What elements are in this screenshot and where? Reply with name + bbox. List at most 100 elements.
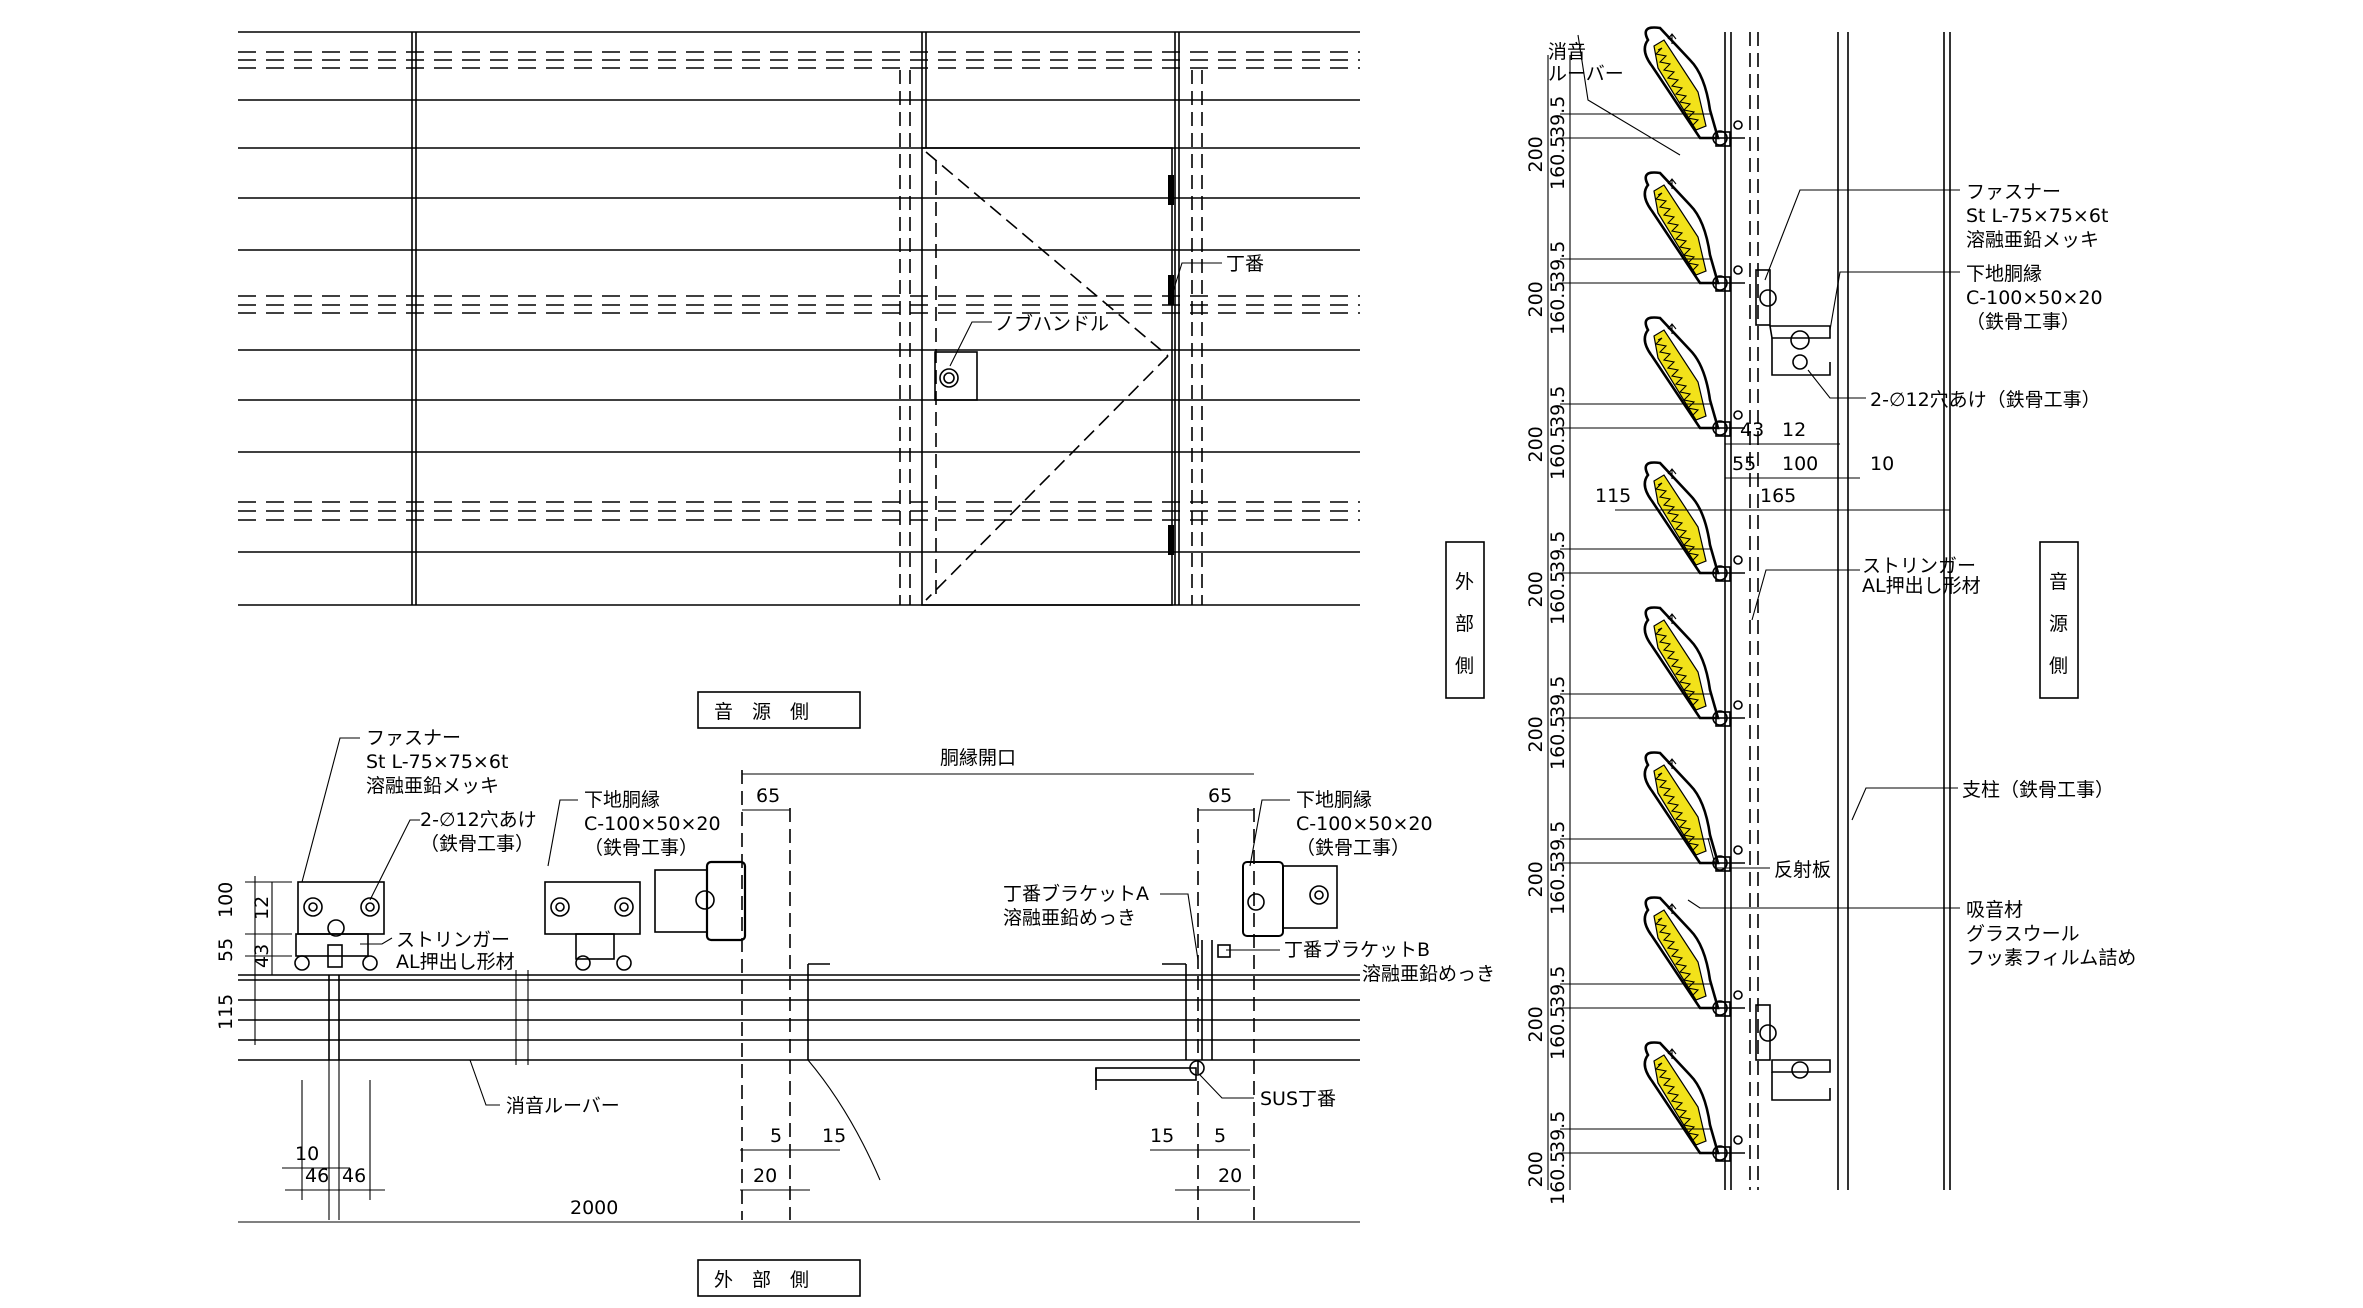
dim-39-5: 39.5: [1547, 966, 1569, 1008]
bolt-nut: [1733, 700, 1743, 710]
louver-blade: [1560, 751, 1745, 872]
absorber-zigzag: [1654, 47, 1700, 127]
dim-39-5: 39.5: [1547, 386, 1569, 428]
bolt-head: [1715, 276, 1731, 292]
purlin-left-label: 下地胴縁 C-100×50×20 （鉄骨工事）: [584, 789, 727, 859]
absorber-fill: [1653, 1054, 1707, 1146]
louver-v-label: 消音 ルーバー: [1548, 41, 1624, 85]
dim-200: 200: [1525, 1151, 1547, 1187]
absorber-fill: [1653, 329, 1707, 421]
dim-160-5: 160.5: [1547, 571, 1569, 625]
outer-side-v-1: 部: [1455, 613, 1474, 635]
louver-outline: [1643, 461, 1720, 575]
dim-2000: 2000: [570, 1197, 618, 1219]
source-side-box: [697, 691, 861, 729]
absorber-zigzag: [1654, 1062, 1700, 1142]
louver-outline: [1643, 1041, 1720, 1155]
dim-39-5: 39.5: [1547, 821, 1569, 863]
column-label: 支柱（鉄骨工事）: [1962, 779, 2114, 801]
louver-outline: [1643, 896, 1720, 1010]
absorber-fill: [1653, 39, 1707, 131]
outer-side-v-2: 側: [1455, 655, 1474, 677]
dim-39-5: 39.5: [1547, 676, 1569, 718]
stringer-v-label: ストリンガー AL押出し形材: [1862, 555, 1982, 597]
louver-outline: [1643, 751, 1720, 865]
fastener-label: ファスナー St L-75×75×6t 溶融亜鉛メッキ: [366, 727, 514, 797]
outer-side-box: [697, 1259, 861, 1297]
absorber-fill: [1653, 764, 1707, 856]
absorber-zigzag: [1654, 917, 1700, 997]
arrow-mark: [1667, 613, 1677, 624]
dim-r43: 43: [1740, 419, 1764, 441]
absorber-zigzag: [1654, 772, 1700, 852]
arrow-mark: [1667, 903, 1677, 914]
dim-100: 100: [215, 882, 237, 918]
bolt-nut: [1733, 845, 1743, 855]
dim-55: 55: [215, 938, 237, 962]
dim-65-left: 65: [756, 785, 780, 807]
absorber-zigzag: [1654, 627, 1700, 707]
absorber-zigzag: [1654, 482, 1700, 562]
bolt-head: [1715, 131, 1731, 147]
bolt-head: [1715, 421, 1731, 437]
bolt-nut: [1733, 265, 1743, 275]
dim-46-left: 46: [305, 1165, 329, 1187]
dim-15-left: 15: [822, 1125, 846, 1147]
dim-15-right: 15: [1150, 1125, 1174, 1147]
dim-200: 200: [1525, 426, 1547, 462]
absorber-fill: [1653, 184, 1707, 276]
dim-39-5: 39.5: [1547, 1111, 1569, 1153]
bolt-head: [1715, 1001, 1731, 1017]
hole-label: 2-∅12穴あけ （鉄骨工事）: [420, 809, 543, 855]
arrow-mark: [1667, 468, 1677, 479]
absorber-fill: [1653, 474, 1707, 566]
source-side-v-0: 音: [2049, 571, 2068, 593]
louver-outline: [1643, 171, 1720, 285]
source-side-vbox: [2039, 541, 2079, 699]
dim-r10: 10: [1870, 453, 1894, 475]
arrow-mark: [1667, 33, 1677, 44]
louver-blade: [1560, 316, 1745, 437]
louver-blade: [1560, 26, 1745, 147]
dim-46-right: 46: [342, 1165, 366, 1187]
reflector-label: 反射板: [1774, 859, 1831, 881]
bolt-nut: [1733, 990, 1743, 1000]
stringer-label: ストリンガー AL押出し形材: [396, 929, 516, 973]
dim-r165: 165: [1760, 485, 1796, 507]
dim-160-5: 160.5: [1547, 861, 1569, 915]
dim-200: 200: [1525, 136, 1547, 172]
bracket-b-label: 丁番ブラケットB 溶融亜鉛めっき: [1284, 938, 1495, 985]
bolt-nut: [1733, 555, 1743, 565]
dim-160-5: 160.5: [1547, 716, 1569, 770]
dim-39-5: 39.5: [1547, 241, 1569, 283]
dim-10: 10: [295, 1143, 319, 1165]
dim-39-5: 39.5: [1547, 531, 1569, 573]
louver-blade: [1560, 606, 1745, 727]
dim-65-right: 65: [1208, 785, 1232, 807]
louver-blade: [1560, 1041, 1745, 1162]
bolt-head: [1715, 856, 1731, 872]
dim-160-5: 160.5: [1547, 1006, 1569, 1060]
absorber-zigzag: [1654, 192, 1700, 272]
louver-blade: [1560, 461, 1745, 582]
arrow-mark: [1667, 178, 1677, 189]
dim-20-right: 20: [1218, 1165, 1242, 1187]
dim-200: 200: [1525, 1006, 1547, 1042]
dim-r115: 115: [1595, 485, 1631, 507]
louver-outline: [1643, 316, 1720, 430]
dim-200: 200: [1525, 861, 1547, 897]
arrow-mark: [1667, 758, 1677, 769]
hole-right-label: 2-∅12穴あけ（鉄骨工事）: [1870, 389, 2101, 411]
bolt-head: [1715, 1146, 1731, 1162]
louver-blade: [1560, 171, 1745, 292]
louver-outline: [1643, 26, 1720, 140]
dim-20-left: 20: [753, 1165, 777, 1187]
absorber-zigzag: [1654, 337, 1700, 417]
opening-label: 胴縁開口: [940, 747, 1016, 769]
dim-r12: 12: [1782, 419, 1806, 441]
bolt-head: [1715, 566, 1731, 582]
bolt-head: [1715, 711, 1731, 727]
dim-160-5: 160.5: [1547, 426, 1569, 480]
